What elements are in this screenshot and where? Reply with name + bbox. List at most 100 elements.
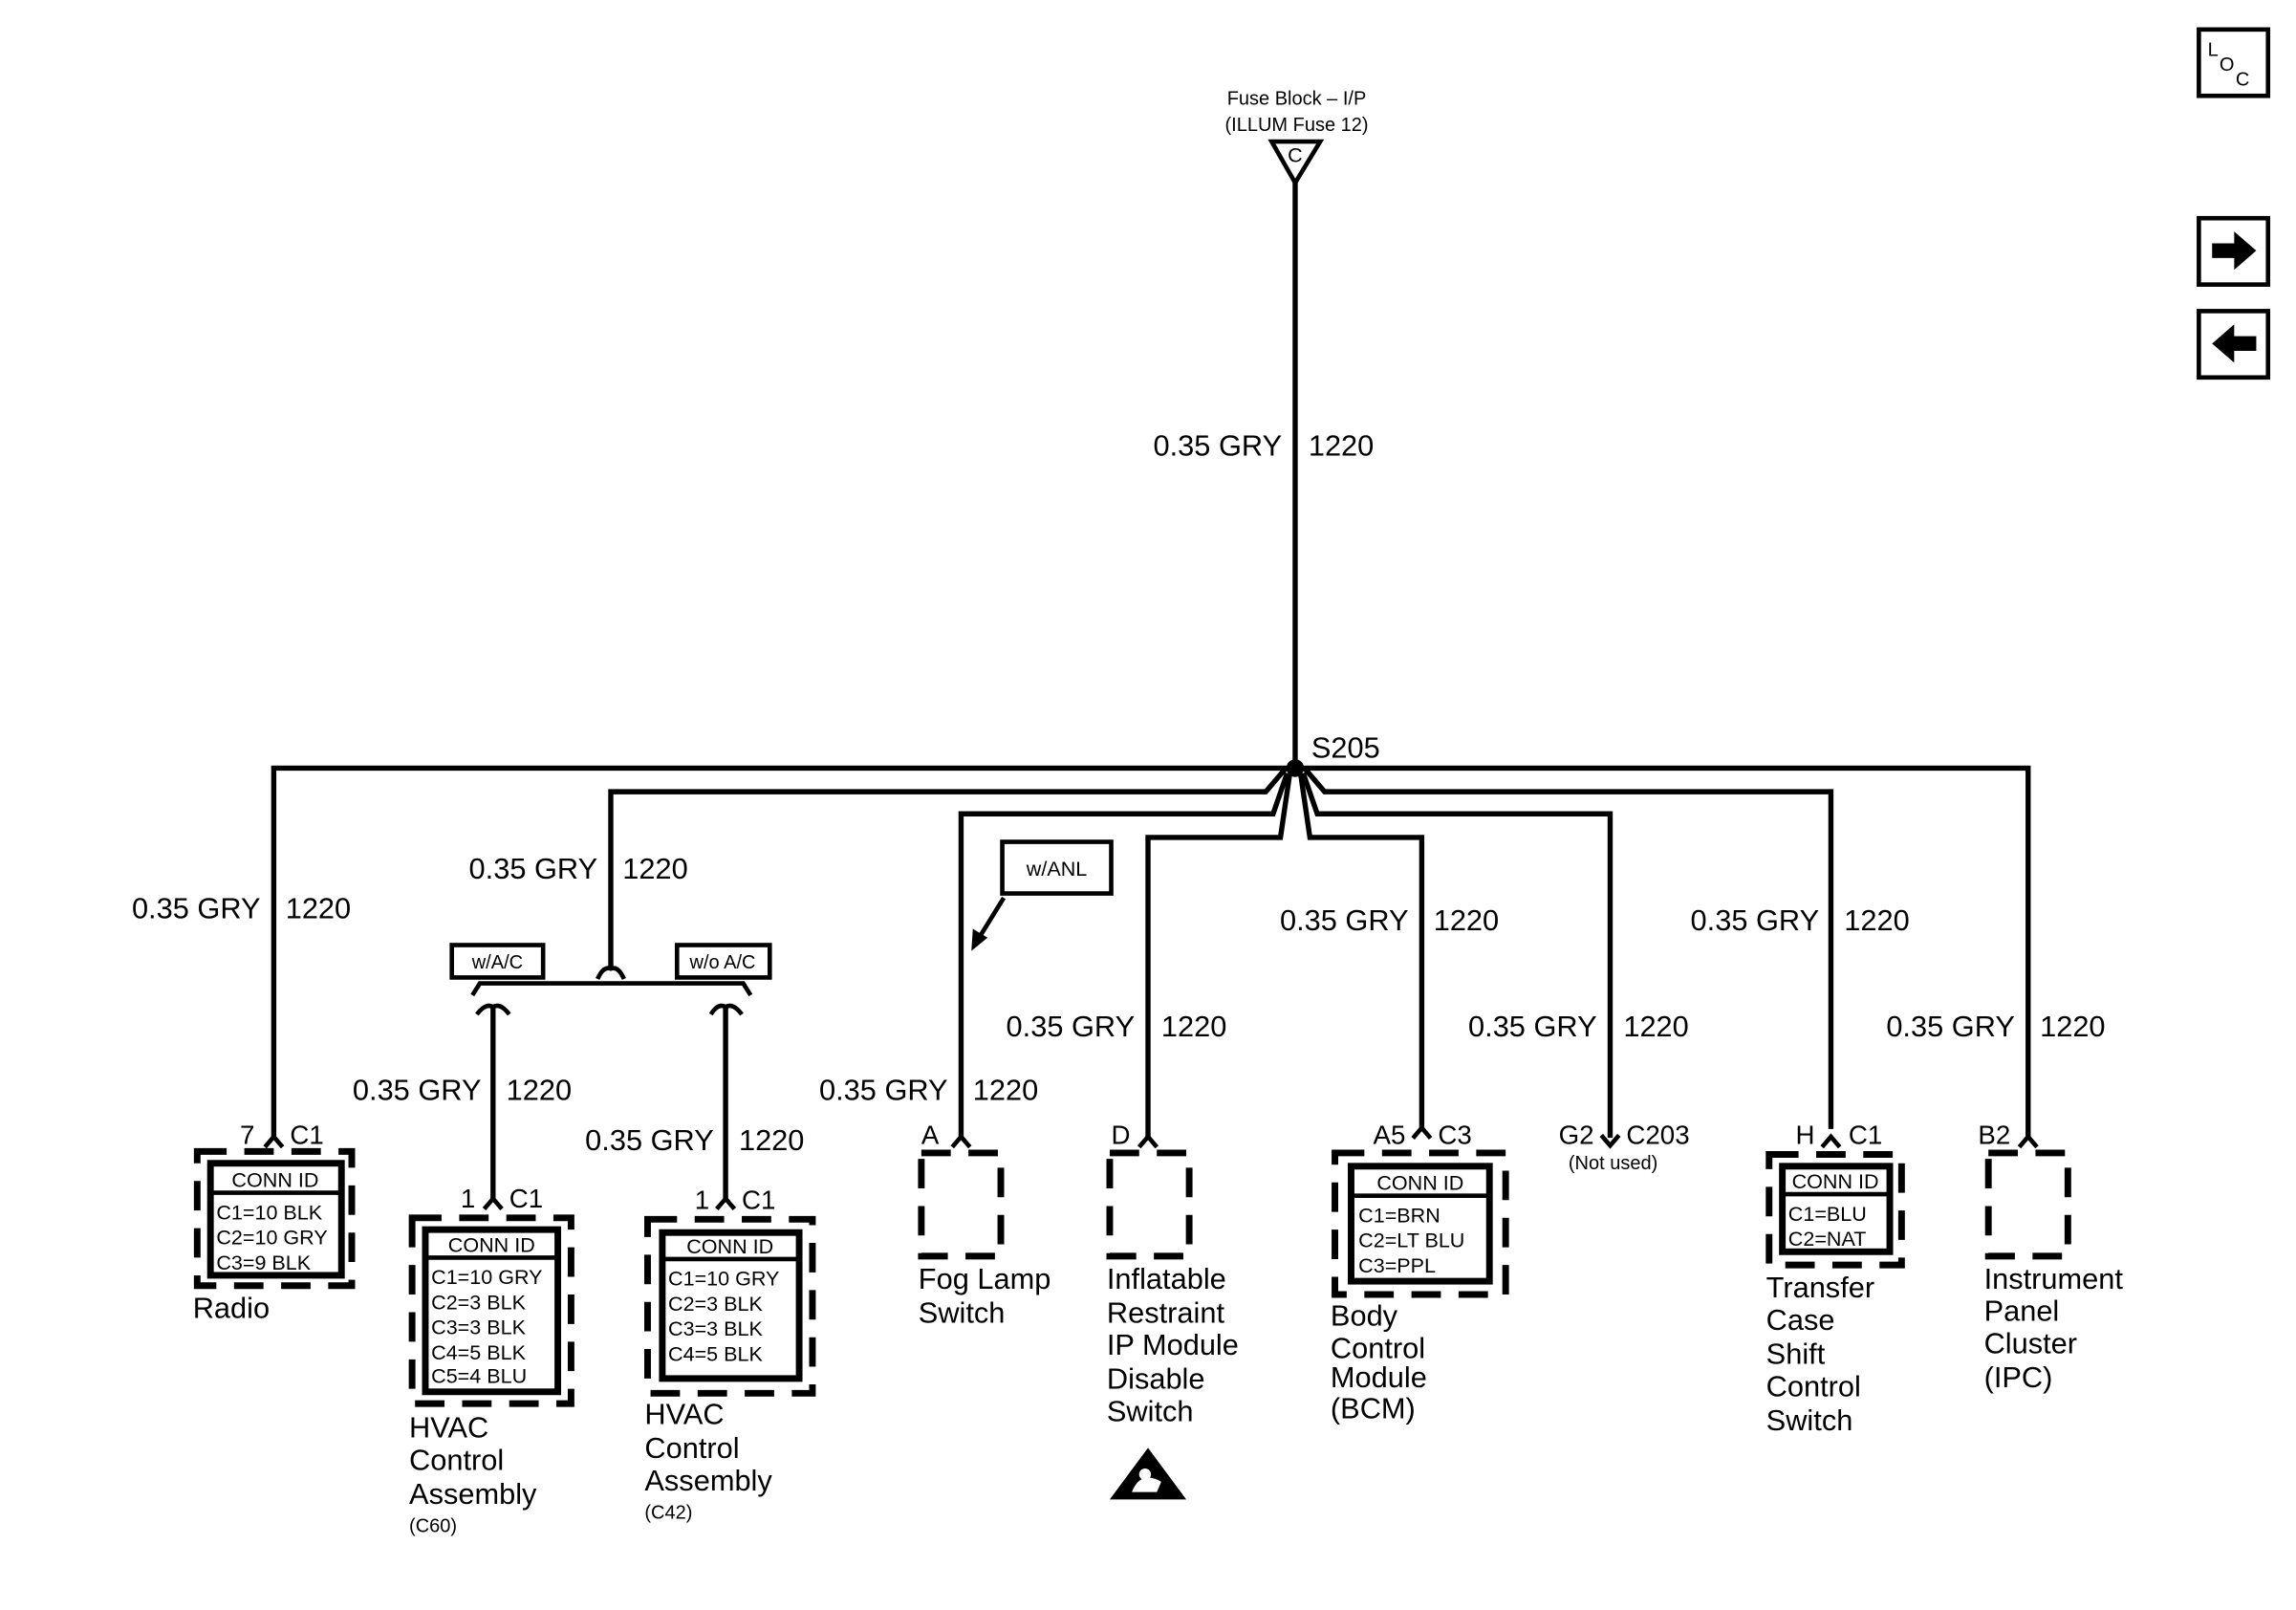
hvac-c42-note: (C42) <box>644 1502 692 1523</box>
hvac-c60-conn-id-5: C5=4 BLU <box>431 1363 527 1387</box>
transfer-case-wire-label: 0.35 GRY <box>1691 903 1820 937</box>
transfer-case-component: H C1 CONN ID C1=BLU C2=NAT Transfer Case… <box>1765 1120 1905 1437</box>
inflatable-wire-circuit: 1220 <box>1161 1010 1226 1043</box>
fog-lamp-pin: A <box>921 1120 940 1150</box>
hvac-c42-conn-id-3: C3=3 BLK <box>668 1316 763 1340</box>
fuse-label: (ILLUM Fuse 12) <box>1224 115 1368 136</box>
ipc-wire <box>1301 765 2031 1139</box>
splice-label: S205 <box>1311 731 1380 765</box>
hvac-c60-wire-label: 0.35 GRY <box>353 1073 482 1106</box>
transfer-case-connector: C1 <box>1849 1120 1882 1150</box>
transfer-case-name-5: Switch <box>1766 1403 1853 1437</box>
inflatable-name-1: Inflatable <box>1107 1262 1226 1295</box>
bcm-name-1: Body <box>1331 1298 1398 1332</box>
ipc-name-1: Instrument <box>1984 1262 2124 1295</box>
bcm-component: A5 C3 CONN ID C1=BRN C2=LT BLU C3=PPL Bo… <box>1331 1120 1509 1425</box>
hvac-c42-name-3: Assembly <box>644 1464 772 1497</box>
hvac-c42-conn-id-2: C2=3 BLK <box>668 1292 763 1316</box>
radio-component: 7 C1 CONN ID C1=10 BLK C2=10 GRY C3=9 BL… <box>193 1120 356 1325</box>
option-without-ac-box <box>674 943 772 980</box>
hvac-c42-component: 1 C1 CONN ID C1=10 GRY C2=3 BLK C3=3 BLK… <box>644 1186 816 1523</box>
hvac-c60-conn-id-3: C3=3 BLK <box>431 1316 526 1339</box>
hvac-trunk-wire-circuit: 1220 <box>622 852 687 885</box>
ipc-name-2: Panel <box>1984 1295 2060 1328</box>
bcm-conn-id-1: C1=BRN <box>1358 1203 1440 1227</box>
inflatable-wire-label: 0.35 GRY <box>1007 1010 1136 1043</box>
transfer-case-name-1: Transfer <box>1766 1271 1874 1304</box>
fog-lamp-terminal <box>950 1133 972 1149</box>
hvac-c42-pin: 1 <box>695 1186 709 1215</box>
hvac-c42-wire-circuit: 1220 <box>739 1123 804 1157</box>
c203-wire-circuit: 1220 <box>1623 1010 1688 1043</box>
fuse-block-title: Fuse Block – I/P <box>1227 88 1367 109</box>
c203-wire <box>1300 772 1614 1139</box>
hvac-c60-pin: 1 <box>461 1184 475 1213</box>
radio-wire <box>271 765 1289 1139</box>
radio-conn-id-table <box>206 1160 345 1279</box>
option-with-anl-arrowhead <box>971 928 988 951</box>
radio-conn-id-3: C3=9 BLK <box>216 1251 311 1274</box>
bcm-connector: C3 <box>1438 1120 1471 1150</box>
airbag-warning-icon <box>1109 1447 1187 1500</box>
inflatable-pin: D <box>1112 1120 1131 1150</box>
hvac-trunk-wire <box>608 767 1288 968</box>
next-page-button[interactable] <box>2197 215 2271 287</box>
location-view-button[interactable]: L O C <box>2197 27 2271 98</box>
inflatable-name-2: Restraint <box>1107 1295 1225 1329</box>
transfer-case-conn-id-table <box>1779 1163 1894 1255</box>
previous-page-button[interactable] <box>2197 309 2271 381</box>
bcm-terminal <box>1411 1124 1433 1141</box>
transfer-case-wire-circuit: 1220 <box>1844 903 1909 937</box>
ipc-wire-label: 0.35 GRY <box>1886 1010 2015 1043</box>
option-with-ac-label: w/A/C <box>471 952 523 973</box>
location-view-letter-c: C <box>2236 69 2249 90</box>
hvac-c42-connector: C1 <box>742 1186 775 1215</box>
ipc-component: B2 Instrument Panel Cluster (IPC) <box>1978 1120 2123 1394</box>
bcm-conn-id-2: C2=LT BLU <box>1358 1229 1464 1252</box>
radio-wire-label: 0.35 GRY <box>132 892 261 925</box>
fog-lamp-wire-circuit: 1220 <box>973 1073 1038 1106</box>
hvac-c60-dashed-outline <box>408 1214 574 1407</box>
ipc-wire-circuit: 1220 <box>2040 1010 2105 1043</box>
hvac-trunk-wire-label: 0.35 GRY <box>469 852 598 885</box>
fog-lamp-component: A Fog Lamp Switch <box>918 1120 1051 1329</box>
transfer-case-name-4: Control <box>1766 1369 1861 1403</box>
bcm-dashed-outline <box>1332 1149 1509 1298</box>
hvac-c42-terminal <box>715 1195 737 1211</box>
ipc-terminal <box>2017 1133 2039 1149</box>
radio-name: Radio <box>193 1292 270 1325</box>
hvac-c60-conn-id-header: CONN ID <box>448 1232 535 1256</box>
ipc-pin: B2 <box>1978 1120 2010 1150</box>
c203-note: (Not used) <box>1569 1153 1657 1174</box>
fog-lamp-name-2: Switch <box>919 1295 1006 1329</box>
fog-lamp-wire-label: 0.35 GRY <box>819 1073 948 1106</box>
branch-wires <box>271 765 2031 1139</box>
bcm-wire-circuit: 1220 <box>1434 903 1499 937</box>
radio-wire-circuit: 1220 <box>286 892 351 925</box>
inflatable-component: D Inflatable Restraint IP Module Disable… <box>1106 1120 1239 1500</box>
bcm-pin: A5 <box>1374 1120 1406 1150</box>
hvac-c60-terminal <box>482 1195 504 1211</box>
inflatable-name-3: IP Module <box>1107 1328 1239 1361</box>
radio-conn-id-header: CONN ID <box>231 1167 318 1191</box>
hvac-c60-conn-id-4: C4=5 BLK <box>431 1340 526 1364</box>
hvac-c42-dashed-outline <box>644 1215 816 1397</box>
option-with-anl-label: w/ANL <box>1026 857 1087 881</box>
left-arrow-icon <box>2212 324 2257 363</box>
c203-terminal-arrow <box>1599 1133 1621 1149</box>
radio-conn-id-2: C2=10 GRY <box>216 1226 327 1250</box>
transfer-case-name-3: Shift <box>1766 1337 1826 1370</box>
c203-pin: G2 <box>1559 1120 1594 1150</box>
wire-labels: 0.35 GRY 1220 0.35 GRY 1220 0.35 GRY 122… <box>132 852 2106 1157</box>
fog-lamp-name-1: Fog Lamp <box>919 1262 1051 1295</box>
fuse-terminal-letter: C <box>1288 143 1303 167</box>
option-with-ac-box <box>449 943 546 980</box>
bcm-name-2: Control <box>1331 1331 1425 1364</box>
hvac-c42-name-2: Control <box>644 1431 739 1465</box>
bcm-conn-id-3: C3=PPL <box>1358 1253 1436 1277</box>
bcm-conn-id-header: CONN ID <box>1376 1170 1463 1194</box>
location-view-letter-l: L <box>2208 40 2219 61</box>
radio-terminal <box>263 1133 285 1149</box>
hvac-option-break <box>596 966 626 980</box>
